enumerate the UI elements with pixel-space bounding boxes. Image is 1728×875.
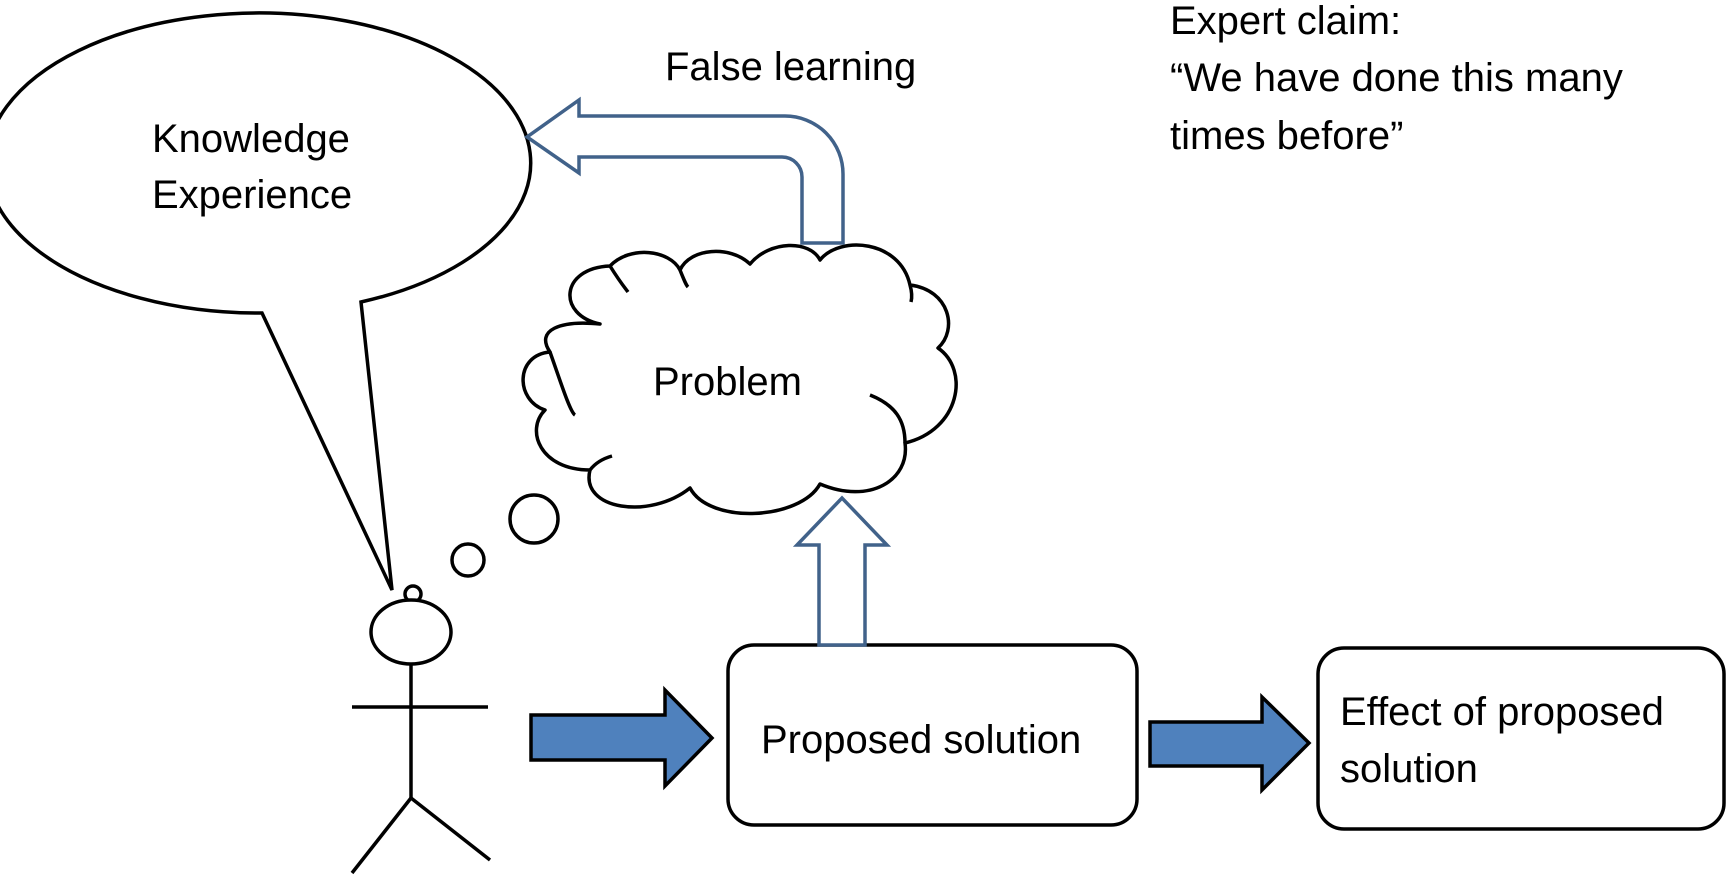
speech-bubble-shape xyxy=(0,11,533,591)
speech-bubble: Knowledge Experience xyxy=(0,11,533,591)
stick-figure-head xyxy=(369,598,453,666)
false-learning-arrow xyxy=(523,96,845,245)
problem-cloud-lobe-line xyxy=(608,265,630,294)
stick-figure-right-leg xyxy=(409,796,492,862)
false-learning-label: False learning xyxy=(665,45,916,89)
speech-bubble-line-2: Experience xyxy=(152,173,352,217)
problem-cloud-shape xyxy=(521,243,958,516)
proposed-solution-rect xyxy=(726,643,1139,827)
problem-cloud: Problem xyxy=(521,243,958,516)
problem-cloud-lobe-line xyxy=(869,393,907,444)
effect-line-2: solution xyxy=(1340,747,1478,791)
expert-claim: Expert claim: “We have done this many ti… xyxy=(1170,0,1623,158)
effect-box: Effect of proposed solution xyxy=(1316,646,1726,831)
expert-claim-line-2: “We have done this many xyxy=(1170,56,1623,100)
problem-cloud-lobe-line xyxy=(548,351,577,417)
proposed-solution-box: Proposed solution xyxy=(726,643,1139,827)
proposed-solution-label: Proposed solution xyxy=(761,718,1081,762)
flow-arrow-to-solution xyxy=(529,685,715,791)
problem-label: Problem xyxy=(653,360,802,404)
problem-cloud-lobe-line xyxy=(588,454,613,472)
problem-cloud-lobe-line xyxy=(908,284,914,303)
solution-to-problem-arrow xyxy=(792,495,892,647)
stick-figure xyxy=(350,584,492,875)
flow-arrow-to-effect xyxy=(1148,692,1312,795)
problem-cloud-lobe-line xyxy=(678,269,690,289)
expert-claim-line-1: Expert claim: xyxy=(1170,0,1401,43)
thought-bubble-medium-circle xyxy=(508,493,560,545)
effect-line-1: Effect of proposed xyxy=(1340,690,1664,734)
stick-figure-left-leg xyxy=(350,796,413,875)
effect-rect xyxy=(1316,646,1726,831)
expert-claim-line-3: times before” xyxy=(1170,114,1403,158)
speech-bubble-line-1: Knowledge xyxy=(152,117,350,161)
thought-bubble-small-circle xyxy=(450,542,486,578)
